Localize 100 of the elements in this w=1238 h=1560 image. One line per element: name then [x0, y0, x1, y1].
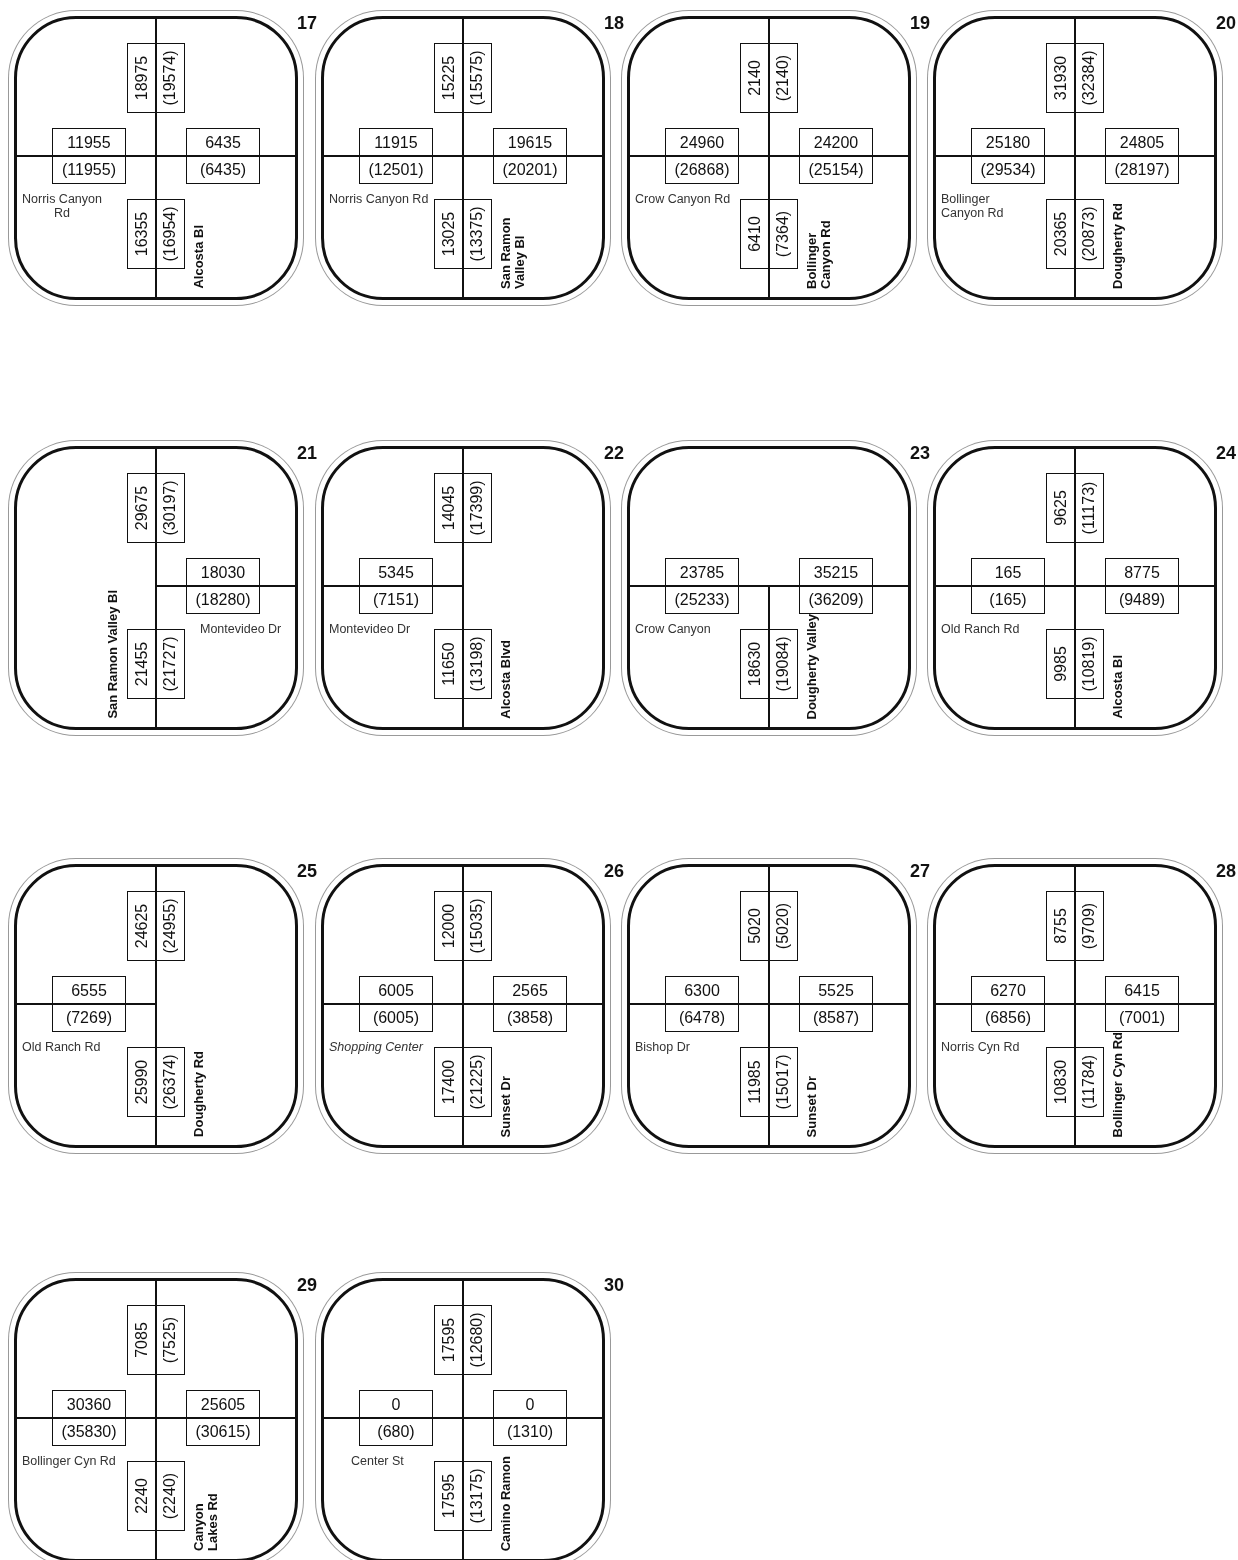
volume-box	[971, 558, 1045, 614]
volume-box	[127, 891, 185, 961]
volume-box	[186, 558, 260, 614]
panel-number: 25	[296, 861, 317, 882]
traffic-count: (680)	[376, 1421, 416, 1442]
street-name: Dougherty Rd	[1111, 203, 1126, 289]
traffic-count: (13375)	[467, 205, 486, 264]
traffic-count: 17400	[439, 1058, 458, 1107]
volume-box	[971, 976, 1045, 1032]
traffic-count: (12501)	[367, 159, 425, 180]
volume-box	[799, 128, 873, 184]
traffic-count: (21225)	[467, 1053, 486, 1112]
traffic-count: 31930	[1051, 54, 1070, 103]
traffic-count: 29675	[132, 484, 151, 533]
traffic-count: (16954)	[160, 205, 179, 264]
traffic-count: 7085	[132, 1321, 151, 1360]
traffic-count: (29534)	[979, 159, 1037, 180]
volume-box	[434, 43, 492, 113]
volume-box	[493, 976, 567, 1032]
volume-box	[52, 1390, 126, 1446]
traffic-count: 9985	[1051, 645, 1070, 684]
traffic-count: 25605	[199, 1394, 247, 1415]
traffic-count: (8587)	[811, 1007, 861, 1028]
street-name: Montevideo Dr	[200, 622, 282, 637]
traffic-count: (13198)	[467, 635, 486, 694]
traffic-count: (9489)	[1117, 589, 1167, 610]
traffic-count: (2140)	[773, 53, 792, 104]
volume-box	[799, 558, 873, 614]
traffic-count: (11173)	[1079, 480, 1098, 537]
street-name: Alcosta Bl	[192, 225, 207, 289]
volume-box	[740, 199, 798, 269]
volume-box	[127, 43, 185, 113]
street-name: Sunset Dr	[499, 1075, 514, 1137]
street-name: San Ramon Valley Bl	[499, 216, 528, 289]
traffic-count: (10819)	[1079, 635, 1098, 694]
traffic-count: 11985	[745, 1059, 764, 1106]
volume-box	[434, 891, 492, 961]
panel-number: 30	[603, 1275, 624, 1296]
traffic-count: (19084)	[773, 635, 792, 694]
traffic-count: 11915	[373, 132, 419, 153]
traffic-count: 6300	[683, 980, 721, 1001]
volume-box	[799, 976, 873, 1032]
street-name: Dougherty Valley	[805, 613, 820, 719]
traffic-count: 6005	[377, 980, 415, 1001]
street-name: Bollinger Cyn Rd	[1111, 1031, 1126, 1137]
traffic-count: (3858)	[505, 1007, 555, 1028]
volume-box	[434, 199, 492, 269]
volume-box	[740, 891, 798, 961]
traffic-count: (6005)	[371, 1007, 421, 1028]
traffic-count: (28197)	[1113, 159, 1171, 180]
traffic-count: 2140	[745, 59, 764, 98]
volume-box	[665, 128, 739, 184]
traffic-count: 24960	[678, 132, 726, 153]
volume-box	[186, 1390, 260, 1446]
traffic-count: (15035)	[467, 897, 486, 956]
traffic-count: 16355	[132, 210, 151, 259]
traffic-count: (2240)	[160, 1471, 179, 1522]
traffic-count: (12680)	[467, 1311, 486, 1370]
traffic-count: 18630	[745, 640, 764, 689]
street-name: Norris Canyon Rd	[22, 192, 102, 221]
street-name: Shopping Center	[329, 1040, 423, 1055]
volume-box	[186, 128, 260, 184]
panel-number: 19	[909, 13, 930, 34]
traffic-count: 24625	[132, 902, 151, 951]
panel-number: 29	[296, 1275, 317, 1296]
panel-number: 26	[603, 861, 624, 882]
volume-box	[1046, 43, 1104, 113]
traffic-count: 17595	[439, 1472, 458, 1521]
volume-box	[127, 1305, 185, 1375]
volume-box	[359, 976, 433, 1032]
traffic-count: 8755	[1051, 907, 1070, 946]
volume-box	[1046, 473, 1104, 543]
street-name: Camino Ramon	[499, 1455, 514, 1551]
volume-box	[1105, 128, 1179, 184]
street-name: Bollinger Cyn Rd	[22, 1454, 116, 1469]
traffic-count: 6415	[1123, 980, 1161, 1001]
traffic-count: 165	[993, 562, 1023, 583]
traffic-count: 23785	[678, 562, 726, 583]
volume-box	[1046, 629, 1104, 699]
street-name: Center St	[351, 1454, 404, 1469]
traffic-count: 2565	[511, 980, 549, 1001]
traffic-count: 11955	[66, 132, 112, 153]
panel-number: 21	[296, 443, 317, 464]
traffic-count: (7001)	[1117, 1007, 1167, 1028]
volume-box	[127, 629, 185, 699]
traffic-count: 15225	[439, 54, 458, 103]
panel-number: 20	[1215, 13, 1236, 34]
panel-number: 28	[1215, 861, 1236, 882]
traffic-count: 24805	[1118, 132, 1166, 153]
traffic-count: (17399)	[467, 479, 486, 538]
traffic-count: (26868)	[673, 159, 731, 180]
volume-box	[1046, 891, 1104, 961]
traffic-count: (7525)	[160, 1315, 179, 1366]
volume-box	[740, 629, 798, 699]
volume-box	[434, 629, 492, 699]
volume-box	[52, 128, 126, 184]
street-name: Sunset Dr	[805, 1075, 820, 1137]
traffic-count: (21727)	[160, 635, 179, 694]
street-name: Norris Canyon Rd	[329, 192, 429, 207]
traffic-count: 25180	[984, 132, 1032, 153]
